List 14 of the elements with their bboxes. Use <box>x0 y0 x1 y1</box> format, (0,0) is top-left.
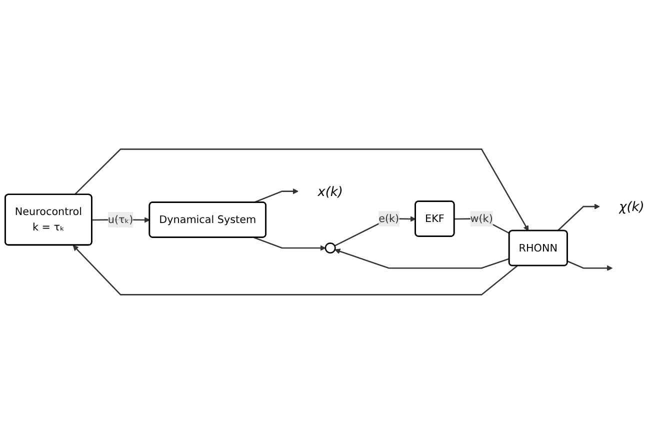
node-circle <box>324 242 336 254</box>
arrow <box>567 260 613 272</box>
arrow <box>557 204 600 232</box>
arrow <box>334 216 416 246</box>
arrow <box>74 148 529 232</box>
arrow <box>334 248 510 269</box>
arrow <box>254 188 298 204</box>
node-text: x(k) <box>318 184 343 200</box>
node-text: χ(k) <box>619 198 644 214</box>
edge-label: w(k) <box>470 212 493 225</box>
edge-label: u(τₖ) <box>108 213 134 226</box>
edge-label: e(k) <box>378 212 400 225</box>
arrow <box>72 245 518 296</box>
arrow <box>254 236 326 251</box>
